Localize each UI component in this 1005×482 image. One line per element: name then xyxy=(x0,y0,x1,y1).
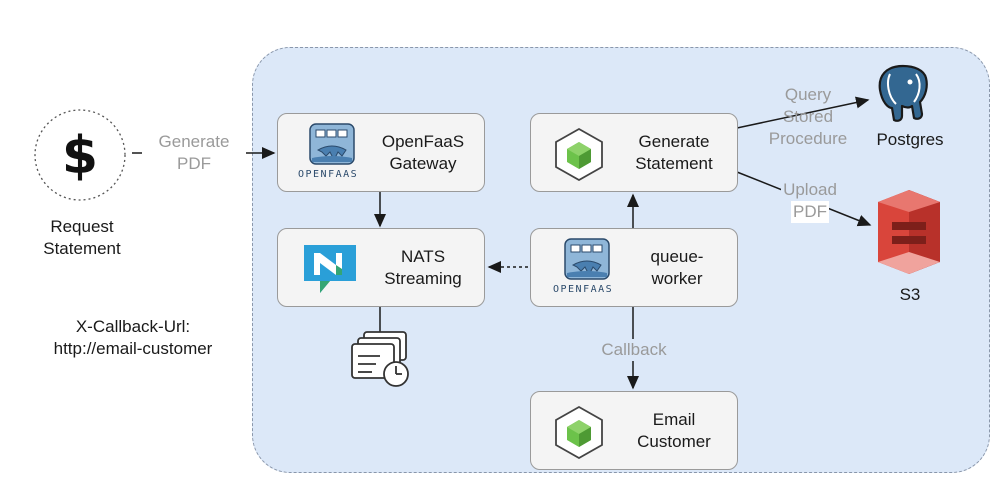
gateway-label: OpenFaaS Gateway xyxy=(368,131,478,175)
openfaas-logo xyxy=(564,238,610,280)
email-customer-node[interactable]: Email Customer xyxy=(530,391,738,470)
nats-label-line2: Streaming xyxy=(384,269,462,288)
generate-label: Generate Statement xyxy=(619,131,729,175)
generate-label-line2: Statement xyxy=(635,154,713,173)
query-stored-procedure-label: Query Stored Procedure xyxy=(758,84,858,150)
openfaas-logo-text: OPENFAAS xyxy=(553,284,614,295)
s3-icon xyxy=(878,190,940,274)
callback-url-note: X-Callback-Url: http://email-customer xyxy=(28,316,238,360)
postgres-label: Postgres xyxy=(876,130,944,149)
callback-url-line1: X-Callback-Url: xyxy=(75,317,191,336)
client-label-line1: Request xyxy=(50,217,114,236)
generate-statement-node[interactable]: Generate Statement xyxy=(530,113,738,192)
client-label: Request Statement xyxy=(20,216,144,260)
arrow-generate-to-postgres xyxy=(736,96,870,129)
query-label-line3: Procedure xyxy=(768,129,848,148)
openfaas-gateway-node[interactable]: OPENFAAS OpenFaaS Gateway xyxy=(277,113,485,192)
callback-label: Callback xyxy=(594,339,674,361)
nats-logo xyxy=(304,245,356,293)
dollar-icon: $ xyxy=(34,109,126,201)
openfaas-logo xyxy=(309,123,355,165)
upload-label-line2: PDF xyxy=(791,201,829,223)
generate-pdf-label-line2: PDF xyxy=(177,154,211,173)
gateway-label-line1: OpenFaaS xyxy=(381,132,465,151)
upload-label-line1: Upload xyxy=(781,179,839,201)
upload-pdf-label: Upload PDF xyxy=(770,179,850,223)
queue-worker-node[interactable]: OPENFAAS queue- worker xyxy=(530,228,738,307)
generate-pdf-label: Generate PDF xyxy=(142,131,246,175)
nats-streaming-node[interactable]: NATS Streaming xyxy=(277,228,485,307)
email-label-line1: Email xyxy=(652,410,696,429)
queue-label: queue- worker xyxy=(627,246,727,290)
nats-label: NATS Streaming xyxy=(368,246,478,290)
query-label-line1: Query xyxy=(784,85,832,104)
query-label-line2: Stored xyxy=(782,107,834,126)
svg-text:$: $ xyxy=(62,126,98,186)
generate-label-line1: Generate xyxy=(638,132,710,151)
queue-label-line2: worker xyxy=(651,269,703,288)
email-label: Email Customer xyxy=(619,409,729,453)
queue-label-line1: queue- xyxy=(650,247,704,266)
openfaas-logo-text: OPENFAAS xyxy=(298,169,359,180)
queue-storage-icon xyxy=(351,331,409,387)
callback-label-text: Callback xyxy=(601,340,667,359)
nats-label-line1: NATS xyxy=(400,247,446,266)
email-label-line2: Customer xyxy=(637,432,711,451)
client-label-line2: Statement xyxy=(43,239,121,258)
callback-url-line2: http://email-customer xyxy=(53,339,213,358)
nodejs-icon xyxy=(555,405,603,459)
gateway-label-line2: Gateway xyxy=(389,154,457,173)
postgres-icon xyxy=(878,64,928,122)
generate-pdf-label-line1: Generate xyxy=(158,132,230,151)
nodejs-icon xyxy=(555,127,603,181)
s3-label: S3 xyxy=(899,285,921,304)
